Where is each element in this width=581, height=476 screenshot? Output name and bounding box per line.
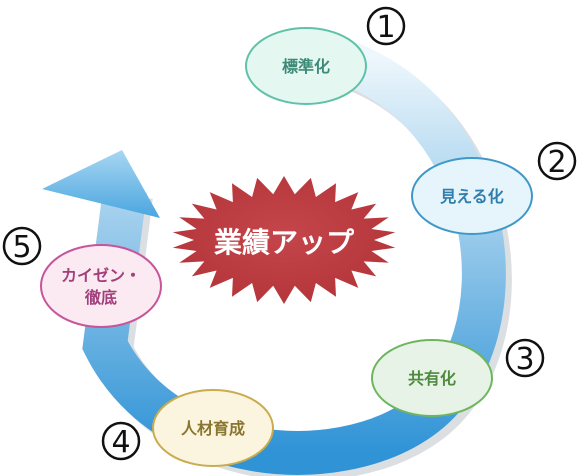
step-2-number-badge: 2 [537,141,577,181]
cycle-arrow-head [42,150,160,218]
step-4: 人材育成 4 [101,389,274,467]
step-2: 見える化 2 [411,141,577,235]
step-3-number: 3 [515,342,534,377]
step-5: カイゼン・ 徹底 5 [2,226,162,328]
step-3: 共有化 3 [371,338,545,417]
step-2-number: 2 [547,145,566,180]
step-1-number-badge: 1 [366,6,406,46]
step-2-bubble [411,157,533,235]
step-1: 標準化 1 [245,6,406,105]
center-label: 業績アップ [214,226,355,259]
step-5-number: 5 [12,230,31,265]
step-4-bubble [152,389,274,467]
step-1-number: 1 [376,10,395,45]
step-5-number-badge: 5 [2,226,42,266]
step-3-bubble [371,339,493,417]
step-2-label: 見える化 [439,187,504,206]
step-5-bubble [40,244,162,328]
step-5-label-line-2: 徹底 [84,288,117,307]
step-4-label: 人材育成 [181,419,245,438]
step-5-label-line-1: カイゼン・ [61,266,141,285]
center-burst: 業績アップ [172,176,396,304]
burst-star [172,176,396,304]
step-1-label: 標準化 [282,57,330,76]
step-3-number-badge: 3 [505,338,545,378]
step-4-number: 4 [111,425,130,460]
step-4-number-badge: 4 [101,421,141,461]
step-3-label: 共有化 [408,369,456,388]
step-1-bubble [245,27,367,105]
